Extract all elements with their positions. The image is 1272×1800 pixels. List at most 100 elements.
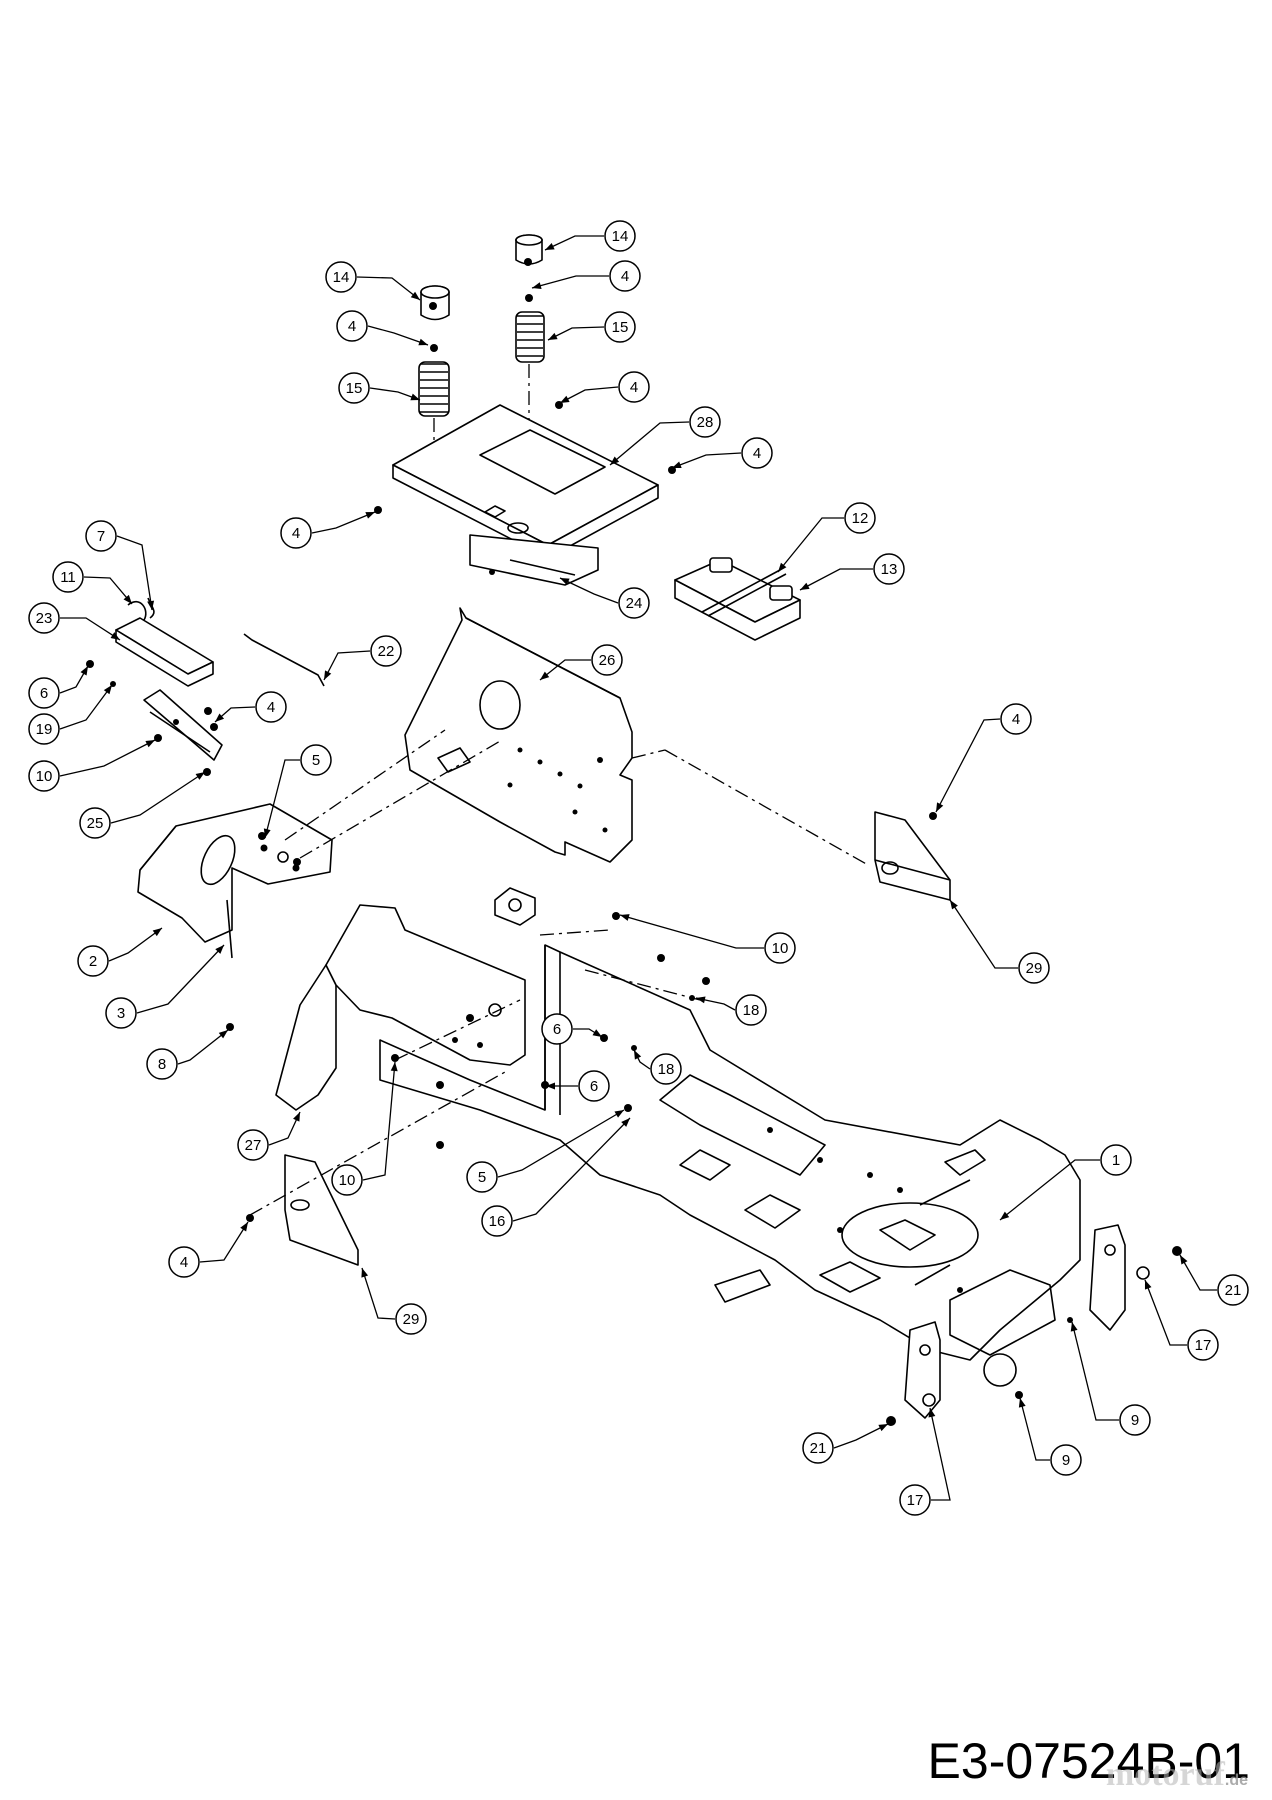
washer-17-left — [922, 1393, 936, 1407]
leader-arrow — [800, 582, 810, 590]
leader-arrow — [390, 1062, 398, 1072]
callout-circle — [609, 260, 641, 292]
callout-circle — [1119, 1404, 1151, 1436]
leader-arrow — [592, 1029, 602, 1037]
callout-circle — [325, 261, 357, 293]
leader-line — [136, 944, 225, 1014]
leader-line — [619, 914, 764, 949]
leader-line — [367, 325, 429, 346]
leader-line — [199, 1221, 249, 1263]
callout-label: 22 — [378, 643, 395, 660]
callout-circle — [168, 1246, 200, 1278]
callout-label: 9 — [1062, 1452, 1070, 1469]
callout-10: 10 — [619, 914, 796, 964]
leader-line — [1071, 1321, 1119, 1421]
leader-arrow — [1144, 1280, 1152, 1290]
callout-circle — [146, 1048, 178, 1080]
leader-line — [60, 617, 121, 641]
callout-17: 17 — [899, 1407, 951, 1516]
callout-4: 4 — [214, 691, 287, 723]
callout-12: 12 — [777, 502, 876, 573]
battery-13 — [674, 557, 801, 641]
leader-line — [544, 235, 604, 251]
callout-label: 4 — [621, 268, 629, 285]
callout-circle — [689, 406, 721, 438]
callout-4: 4 — [935, 703, 1032, 813]
leader-line — [929, 1407, 951, 1501]
leader-line — [108, 927, 163, 962]
callout-14: 14 — [325, 261, 421, 301]
leader-arrow — [152, 928, 162, 937]
leader-line — [110, 771, 206, 824]
callout-29: 29 — [361, 1267, 427, 1335]
leader-line — [609, 421, 690, 466]
callout-25: 25 — [79, 771, 206, 839]
callout-21: 21 — [1179, 1254, 1249, 1306]
leader-arrow — [928, 1408, 936, 1418]
leader-line — [362, 1061, 396, 1181]
callout-label: 4 — [630, 379, 638, 396]
callout-circle — [85, 520, 117, 552]
callout-label: 17 — [1195, 1337, 1212, 1354]
callout-4: 4 — [559, 371, 650, 404]
callout-6: 6 — [541, 1013, 603, 1045]
callout-label: 5 — [312, 752, 320, 769]
callout-label: 7 — [97, 528, 105, 545]
callout-label: 4 — [1012, 711, 1020, 728]
leader-line — [1019, 1397, 1050, 1461]
callout-label: 19 — [36, 721, 53, 738]
callout-circle — [77, 945, 109, 977]
callout-label: 26 — [599, 652, 616, 669]
seat-bracket-24 — [469, 534, 599, 586]
callout-4: 4 — [671, 437, 773, 469]
callout-label: 18 — [658, 1061, 675, 1078]
callout-label: 1 — [1112, 1152, 1120, 1169]
callout-circle — [741, 437, 773, 469]
callout-label: 14 — [333, 269, 350, 286]
callout-5: 5 — [263, 744, 332, 839]
leader-line — [83, 576, 133, 605]
leader-line — [268, 1111, 301, 1146]
callout-label: 15 — [346, 380, 363, 397]
callout-label: 23 — [36, 610, 53, 627]
callout-circle — [618, 371, 650, 403]
leader-line — [1144, 1279, 1187, 1346]
leader-line — [1179, 1254, 1217, 1291]
lever-25 — [143, 689, 223, 776]
callout-label: 14 — [612, 228, 629, 245]
callout-label: 4 — [348, 318, 356, 335]
callout-circle — [1217, 1274, 1249, 1306]
leader-arrow — [218, 1030, 228, 1039]
leader-arrow — [560, 395, 570, 403]
callout-layer: 1414441515428441213247112322266194102554… — [28, 220, 1249, 1516]
leader-arrow — [195, 772, 205, 780]
leader-arrow — [123, 594, 132, 604]
callout-label: 25 — [87, 815, 104, 832]
leader-line — [539, 659, 591, 681]
callout-label: 12 — [852, 510, 869, 527]
callout-circle — [604, 311, 636, 343]
battery-strap-12 — [701, 569, 787, 617]
leader-line — [497, 1109, 625, 1178]
callout-label: 6 — [590, 1078, 598, 1095]
callout-circle — [735, 994, 767, 1026]
callout-circle — [802, 1432, 834, 1464]
callout-circle — [28, 713, 60, 745]
callout-11: 11 — [52, 561, 133, 605]
leader-arrow — [950, 900, 958, 910]
callout-label: 10 — [772, 940, 789, 957]
callout-18: 18 — [633, 1049, 682, 1085]
leader-line — [935, 718, 1001, 813]
leader-arrow — [263, 828, 271, 838]
callout-circle — [764, 932, 796, 964]
callout-circle — [338, 372, 370, 404]
callout-circle — [52, 561, 84, 593]
leader-line — [177, 1029, 229, 1065]
rod-22 — [243, 633, 325, 687]
leader-arrow — [540, 671, 550, 680]
callout-4: 4 — [531, 260, 641, 292]
callout-circle — [899, 1484, 931, 1516]
rear-plate-right — [1089, 1224, 1126, 1331]
leader-arrow — [548, 332, 558, 340]
